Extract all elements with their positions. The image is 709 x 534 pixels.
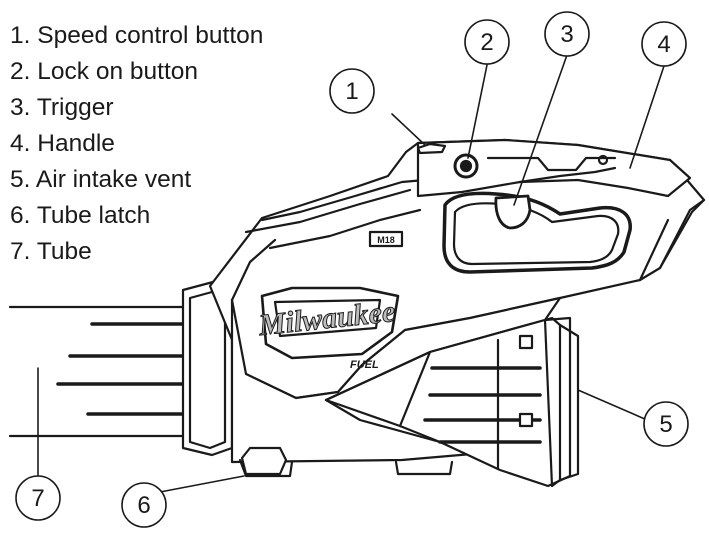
callout-6-number: 6 — [137, 492, 150, 519]
callout-3-number: 3 — [560, 21, 573, 48]
m18-badge-text: M18 — [377, 235, 395, 245]
callout-5-number: 5 — [659, 411, 672, 438]
tube-latch — [242, 448, 286, 474]
tube — [10, 307, 190, 436]
trigger — [496, 196, 530, 228]
callout-4-number: 4 — [657, 31, 670, 58]
lock-on-button — [455, 155, 477, 177]
callout-7-number: 7 — [31, 485, 44, 512]
callout-1-number: 1 — [345, 78, 358, 105]
callout-2-number: 2 — [480, 29, 493, 56]
brand-sublogo: FUEL — [350, 359, 379, 371]
